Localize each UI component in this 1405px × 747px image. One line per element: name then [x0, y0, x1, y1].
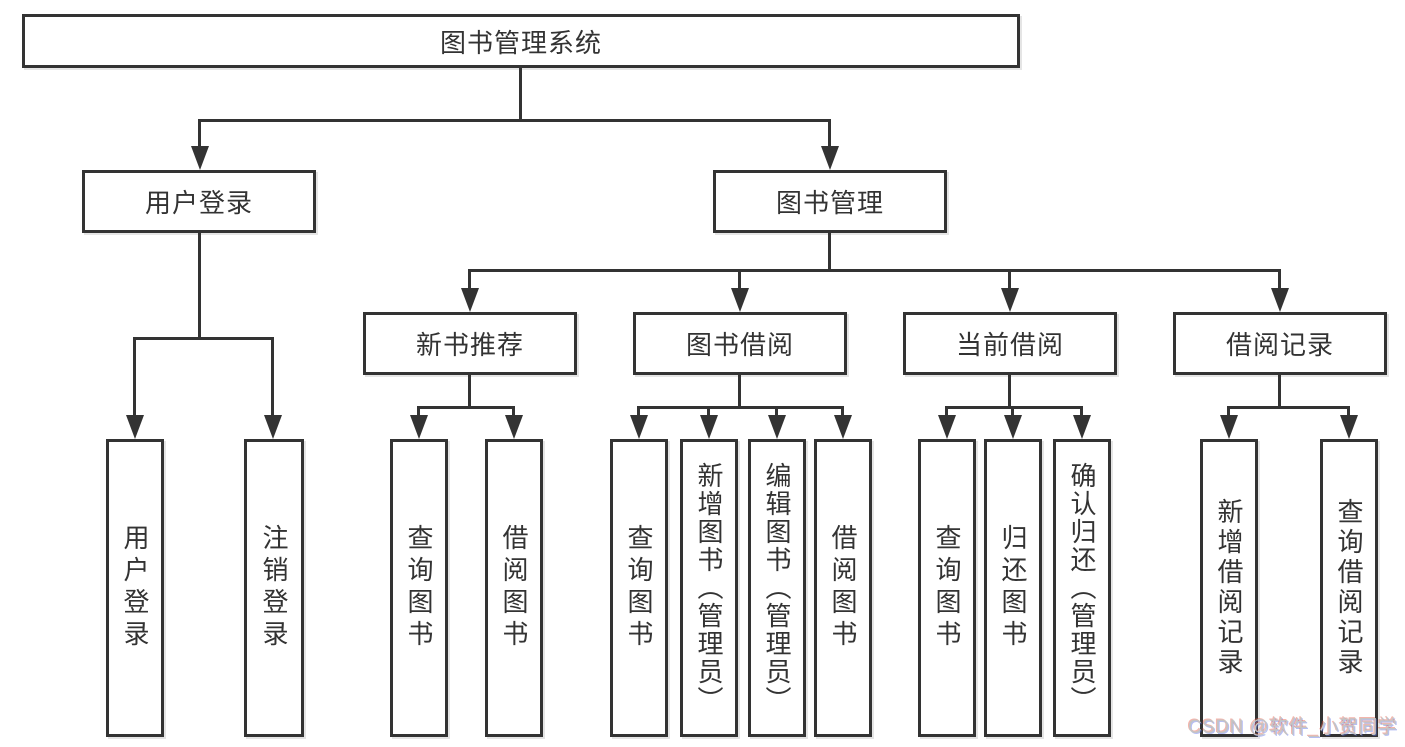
connector-line — [198, 232, 201, 339]
arrow-down-icon — [461, 288, 479, 312]
connector-line — [707, 406, 710, 418]
node-borrowing-records: 借阅记录 — [1173, 312, 1387, 375]
leaf-logout: 注销登录 — [244, 439, 304, 737]
node-label: 图书管理系统 — [439, 27, 602, 58]
arrow-down-icon — [821, 146, 839, 170]
leaf-label: 编辑图书（管理员） — [762, 462, 792, 714]
leaf-label: 查询图书 — [624, 524, 654, 652]
arrow-down-icon — [768, 415, 786, 439]
node-label: 新书推荐 — [415, 330, 524, 360]
leaf-recommend-borrow-book: 借阅图书 — [485, 439, 543, 737]
connector-line — [1227, 406, 1230, 418]
leaf-recommend-query-book: 查询图书 — [390, 439, 448, 737]
arrow-down-icon — [191, 146, 209, 170]
node-library-management-system: 图书管理系统 — [22, 14, 1020, 68]
node-current-borrowing: 当前借阅 — [903, 312, 1117, 375]
leaf-label: 新增借阅记录 — [1214, 498, 1244, 678]
leaf-borrowing-edit-book-admin: 编辑图书（管理员） — [748, 439, 806, 737]
connector-line — [1278, 374, 1281, 408]
connector-line — [1228, 406, 1350, 409]
leaf-label: 借阅图书 — [499, 524, 529, 652]
arrow-down-icon — [834, 415, 852, 439]
connector-line — [946, 406, 1083, 409]
connector-line — [133, 337, 136, 419]
arrow-down-icon — [126, 415, 144, 439]
arrow-down-icon — [1004, 415, 1022, 439]
arrow-down-icon — [1001, 288, 1019, 312]
connector-line — [199, 119, 831, 122]
leaf-user-login: 用户登录 — [106, 439, 164, 737]
connector-line — [1008, 269, 1011, 292]
connector-line — [469, 269, 1281, 272]
connector-line — [828, 119, 831, 150]
arrow-down-icon — [731, 288, 749, 312]
connector-line — [468, 374, 471, 408]
leaf-label: 查询图书 — [932, 524, 962, 652]
arrow-down-icon — [264, 415, 282, 439]
csdn-watermark: CSDN @软件_小贺同学 — [1188, 717, 1398, 738]
connector-line — [738, 374, 741, 408]
leaf-label: 借阅图书 — [828, 524, 858, 652]
connector-line — [945, 406, 948, 418]
connector-line — [775, 406, 778, 418]
node-label: 图书借阅 — [685, 330, 794, 360]
leaf-label: 确认归还（管理员） — [1067, 462, 1097, 714]
arrow-down-icon — [700, 415, 718, 439]
arrow-down-icon — [938, 415, 956, 439]
leaf-label: 查询图书 — [404, 524, 434, 652]
leaf-label: 注销登录 — [259, 524, 289, 652]
leaf-borrowing-borrow-book: 借阅图书 — [814, 439, 872, 737]
node-new-book-recommend: 新书推荐 — [363, 312, 577, 375]
node-label: 当前借阅 — [955, 330, 1064, 360]
connector-line — [1008, 374, 1011, 408]
leaf-label: 归还图书 — [998, 524, 1028, 652]
connector-line — [841, 406, 844, 418]
connector-line — [417, 406, 420, 418]
node-label: 图书管理 — [775, 188, 884, 218]
node-user-login: 用户登录 — [82, 170, 316, 233]
connector-line — [519, 68, 522, 121]
node-book-management: 图书管理 — [713, 170, 947, 233]
arrow-down-icon — [505, 415, 523, 439]
connector-line — [512, 406, 515, 418]
connector-line — [1011, 406, 1014, 418]
connector-line — [637, 406, 640, 418]
leaf-label: 查询借阅记录 — [1334, 498, 1364, 678]
leaf-borrowing-add-book-admin: 新增图书（管理员） — [680, 439, 738, 737]
node-book-borrowing: 图书借阅 — [633, 312, 847, 375]
connector-line — [271, 337, 274, 419]
arrow-down-icon — [630, 415, 648, 439]
connector-line — [418, 406, 515, 409]
connector-line — [638, 406, 844, 409]
arrow-down-icon — [1271, 288, 1289, 312]
arrow-down-icon — [1340, 415, 1358, 439]
leaf-records-add-record: 新增借阅记录 — [1200, 439, 1258, 737]
arrow-down-icon — [1220, 415, 1238, 439]
connector-line — [1347, 406, 1350, 418]
leaf-borrowing-query-book: 查询图书 — [610, 439, 668, 737]
leaf-current-return-book: 归还图书 — [984, 439, 1042, 737]
leaf-records-query-record: 查询借阅记录 — [1320, 439, 1378, 737]
connector-line — [738, 269, 741, 292]
connector-line — [1278, 269, 1281, 292]
connector-line — [1080, 406, 1083, 418]
arrow-down-icon — [1073, 415, 1091, 439]
arrow-down-icon — [410, 415, 428, 439]
node-label: 用户登录 — [144, 188, 253, 218]
connector-line — [198, 119, 201, 150]
leaf-label: 新增图书（管理员） — [694, 462, 724, 714]
node-label: 借阅记录 — [1225, 330, 1334, 360]
leaf-label: 用户登录 — [120, 524, 150, 652]
connector-line — [134, 337, 274, 340]
leaf-current-query-book: 查询图书 — [918, 439, 976, 737]
leaf-current-confirm-return-admin: 确认归还（管理员） — [1053, 439, 1111, 737]
connector-line — [468, 269, 471, 292]
connector-line — [828, 232, 831, 271]
